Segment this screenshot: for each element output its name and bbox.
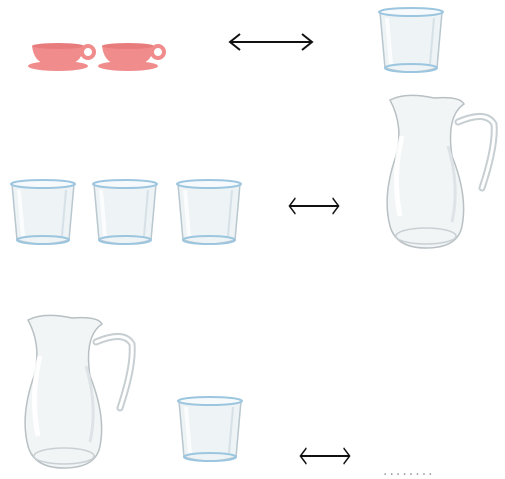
glass-icon <box>378 6 446 78</box>
double-arrow-icon <box>226 32 318 52</box>
double-arrow-icon <box>287 196 341 216</box>
double-arrow-icon <box>298 446 352 466</box>
teacup-icon <box>98 42 164 74</box>
glass-icon <box>177 395 245 467</box>
answer-placeholder: ........ <box>383 464 473 478</box>
teacup-icon <box>28 42 94 74</box>
glass-icon <box>92 178 160 250</box>
glass-icon <box>10 178 78 250</box>
pitcher-icon <box>386 96 502 252</box>
glass-icon <box>176 178 244 250</box>
pitcher-icon <box>24 316 140 472</box>
